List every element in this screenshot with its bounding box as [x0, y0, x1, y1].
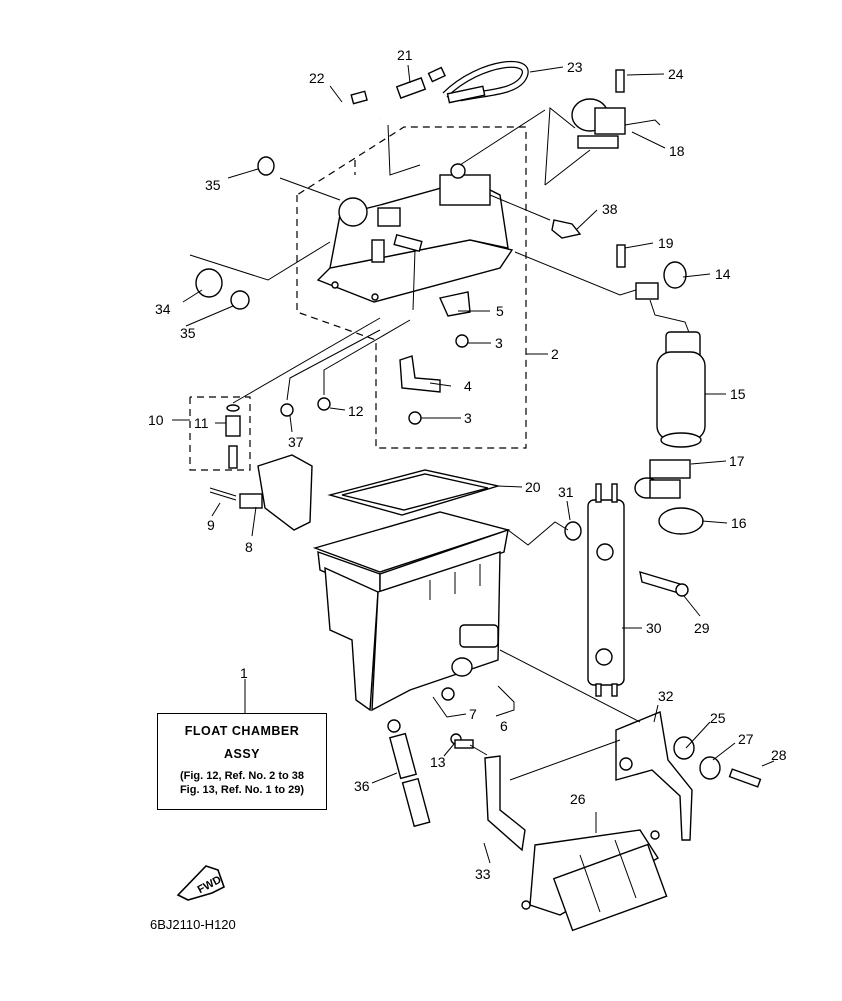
callout-7: 7 [469, 706, 477, 722]
callout-labels: 1 2 3 3 4 5 6 7 8 9 10 11 12 13 14 15 16… [148, 47, 787, 882]
float-chamber-cover [316, 163, 514, 303]
callout-29: 29 [694, 620, 710, 636]
screw-3-upper [455, 334, 469, 348]
callout-11: 11 [194, 415, 209, 431]
callout-38: 38 [602, 201, 618, 217]
screw-12 [317, 397, 331, 411]
callout-4: 4 [464, 378, 472, 394]
callout-33: 33 [475, 866, 491, 882]
callout-24: 24 [668, 66, 684, 82]
callout-28: 28 [771, 747, 787, 763]
callout-26: 26 [570, 791, 586, 807]
fuel-filter-assembly [564, 483, 689, 697]
callout-21: 21 [397, 47, 413, 63]
control-unit [209, 454, 313, 531]
callout-13: 13 [430, 754, 446, 770]
callout-5: 5 [496, 303, 504, 319]
screw-3-lower [408, 411, 422, 425]
connection-lines [189, 107, 641, 781]
plate-4 [399, 355, 441, 393]
canister-assembly [484, 711, 762, 932]
callout-37: 37 [288, 434, 304, 450]
pressure-regulator [571, 98, 661, 149]
screw-19 [616, 244, 626, 268]
callout-17: 17 [729, 453, 745, 469]
grommet-35-upper [257, 156, 275, 176]
callout-31: 31 [558, 484, 574, 500]
callout-15: 15 [730, 386, 746, 402]
drawing-code: 6BJ2110-H120 [150, 917, 236, 932]
callout-35-upper: 35 [205, 177, 221, 193]
callout-10: 10 [148, 412, 164, 428]
callout-27: 27 [738, 731, 754, 747]
callout-18: 18 [669, 143, 685, 159]
callout-12: 12 [348, 403, 364, 419]
callout-16: 16 [731, 515, 747, 531]
leader-lines [172, 64, 775, 864]
callout-14: 14 [715, 266, 731, 282]
callout-19: 19 [658, 235, 674, 251]
grommet-35-lower [230, 290, 250, 310]
callout-1: 1 [240, 665, 248, 681]
callout-36: 36 [354, 778, 370, 794]
callout-23: 23 [567, 59, 583, 75]
caption-ref-line-1: (Fig. 12, Ref. No. 2 to 38 [179, 770, 305, 782]
callout-35-lower: 35 [180, 325, 196, 341]
plate-5 [439, 291, 471, 317]
callout-20: 20 [525, 479, 541, 495]
callout-32: 32 [658, 688, 674, 704]
callout-25: 25 [710, 710, 726, 726]
callout-6: 6 [500, 718, 508, 734]
caption-subtitle: ASSY [223, 747, 261, 761]
fuel-hose-assembly [307, 60, 529, 145]
caption-ref-line-2: Fig. 13, Ref. No. 1 to 29) [179, 784, 305, 796]
callout-8: 8 [245, 539, 253, 555]
callout-30: 30 [646, 620, 662, 636]
screw-38 [551, 219, 582, 239]
fuel-pump-assembly [634, 261, 706, 535]
callout-3-upper: 3 [495, 335, 503, 351]
screw-37 [280, 403, 294, 417]
fwd-arrow: FWD [176, 865, 225, 901]
float-chamber-body [312, 469, 511, 733]
screw-24 [615, 69, 625, 93]
caption-title: FLOAT CHAMBER [184, 724, 300, 738]
callout-2: 2 [551, 346, 559, 362]
needle-valve [225, 404, 241, 469]
callout-9: 9 [207, 517, 215, 533]
assembly-caption-box: FLOAT CHAMBER ASSY (Fig. 12, Ref. No. 2 … [157, 713, 327, 810]
callout-3-lower: 3 [464, 410, 472, 426]
callout-34: 34 [155, 301, 171, 317]
grommet-34 [195, 268, 223, 298]
callout-22: 22 [309, 70, 325, 86]
drain-hose [388, 732, 474, 828]
assembly-boundary-lines [189, 126, 527, 471]
